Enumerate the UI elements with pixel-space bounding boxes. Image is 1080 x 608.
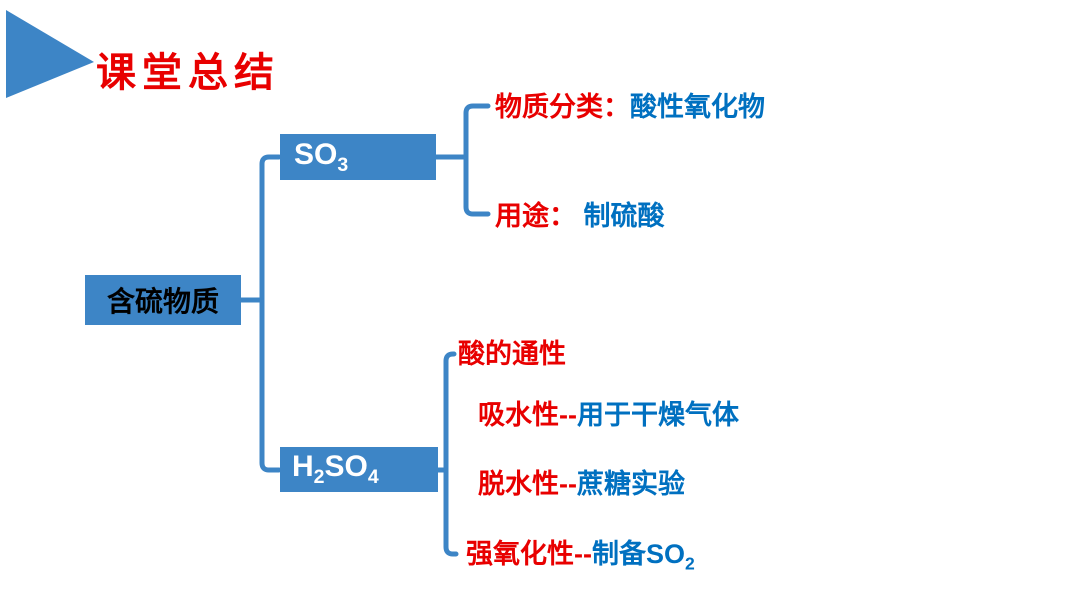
- node-so3: SO3: [280, 134, 436, 180]
- item-label: 用途：: [495, 201, 584, 231]
- item-label: 强氧化性--: [466, 539, 592, 569]
- item-value-sub: 2: [685, 553, 695, 574]
- so3-formula: SO3: [294, 138, 348, 177]
- so3-formula-sub: 3: [337, 153, 349, 176]
- h2so4-item-acid-properties: 酸的通性: [458, 339, 566, 370]
- item-label: 脱水性--: [478, 469, 577, 499]
- item-value: 制硫酸: [583, 201, 665, 231]
- root-bracket: [259, 154, 282, 473]
- h2so4-formula-h: H: [292, 450, 314, 483]
- item-label: 吸水性--: [478, 400, 577, 430]
- h2so4-item-dehydration: 脱水性--蔗糖实验: [478, 469, 685, 500]
- title-arrow-icon: [6, 10, 94, 98]
- node-h2so4: H2SO4: [280, 447, 438, 492]
- h2so4-formula: H2SO4: [292, 450, 379, 489]
- so3-item-classification: 物质分类：酸性氧化物: [495, 92, 765, 123]
- item-label: 物质分类：: [495, 92, 630, 122]
- item-value: 用于干燥气体: [576, 400, 739, 430]
- h2so4-formula-sub4: 4: [367, 466, 379, 488]
- item-value: 酸性氧化物: [630, 92, 765, 122]
- h2so4-item-strong-oxidizing: 强氧化性--制备SO2: [466, 539, 695, 574]
- node-sulfur-substances-label: 含硫物质: [106, 286, 219, 317]
- node-sulfur-substances: 含硫物质: [85, 275, 241, 325]
- so3-bracket: [463, 103, 491, 217]
- h2so4-bracket: [443, 351, 459, 557]
- page-title: 课堂总结: [96, 51, 280, 95]
- h2so4-item-hygroscopicity: 吸水性--用于干燥气体: [478, 400, 739, 431]
- h2so4-formula-sub2: 2: [313, 466, 325, 488]
- so3-formula-base: SO: [294, 137, 338, 171]
- item-value: 制备SO: [591, 539, 685, 569]
- so3-item-use: 用途： 制硫酸: [495, 201, 665, 232]
- h2so4-formula-so: SO: [324, 450, 368, 483]
- item-value: 蔗糖实验: [576, 469, 685, 499]
- item-label: 酸的通性: [458, 339, 566, 369]
